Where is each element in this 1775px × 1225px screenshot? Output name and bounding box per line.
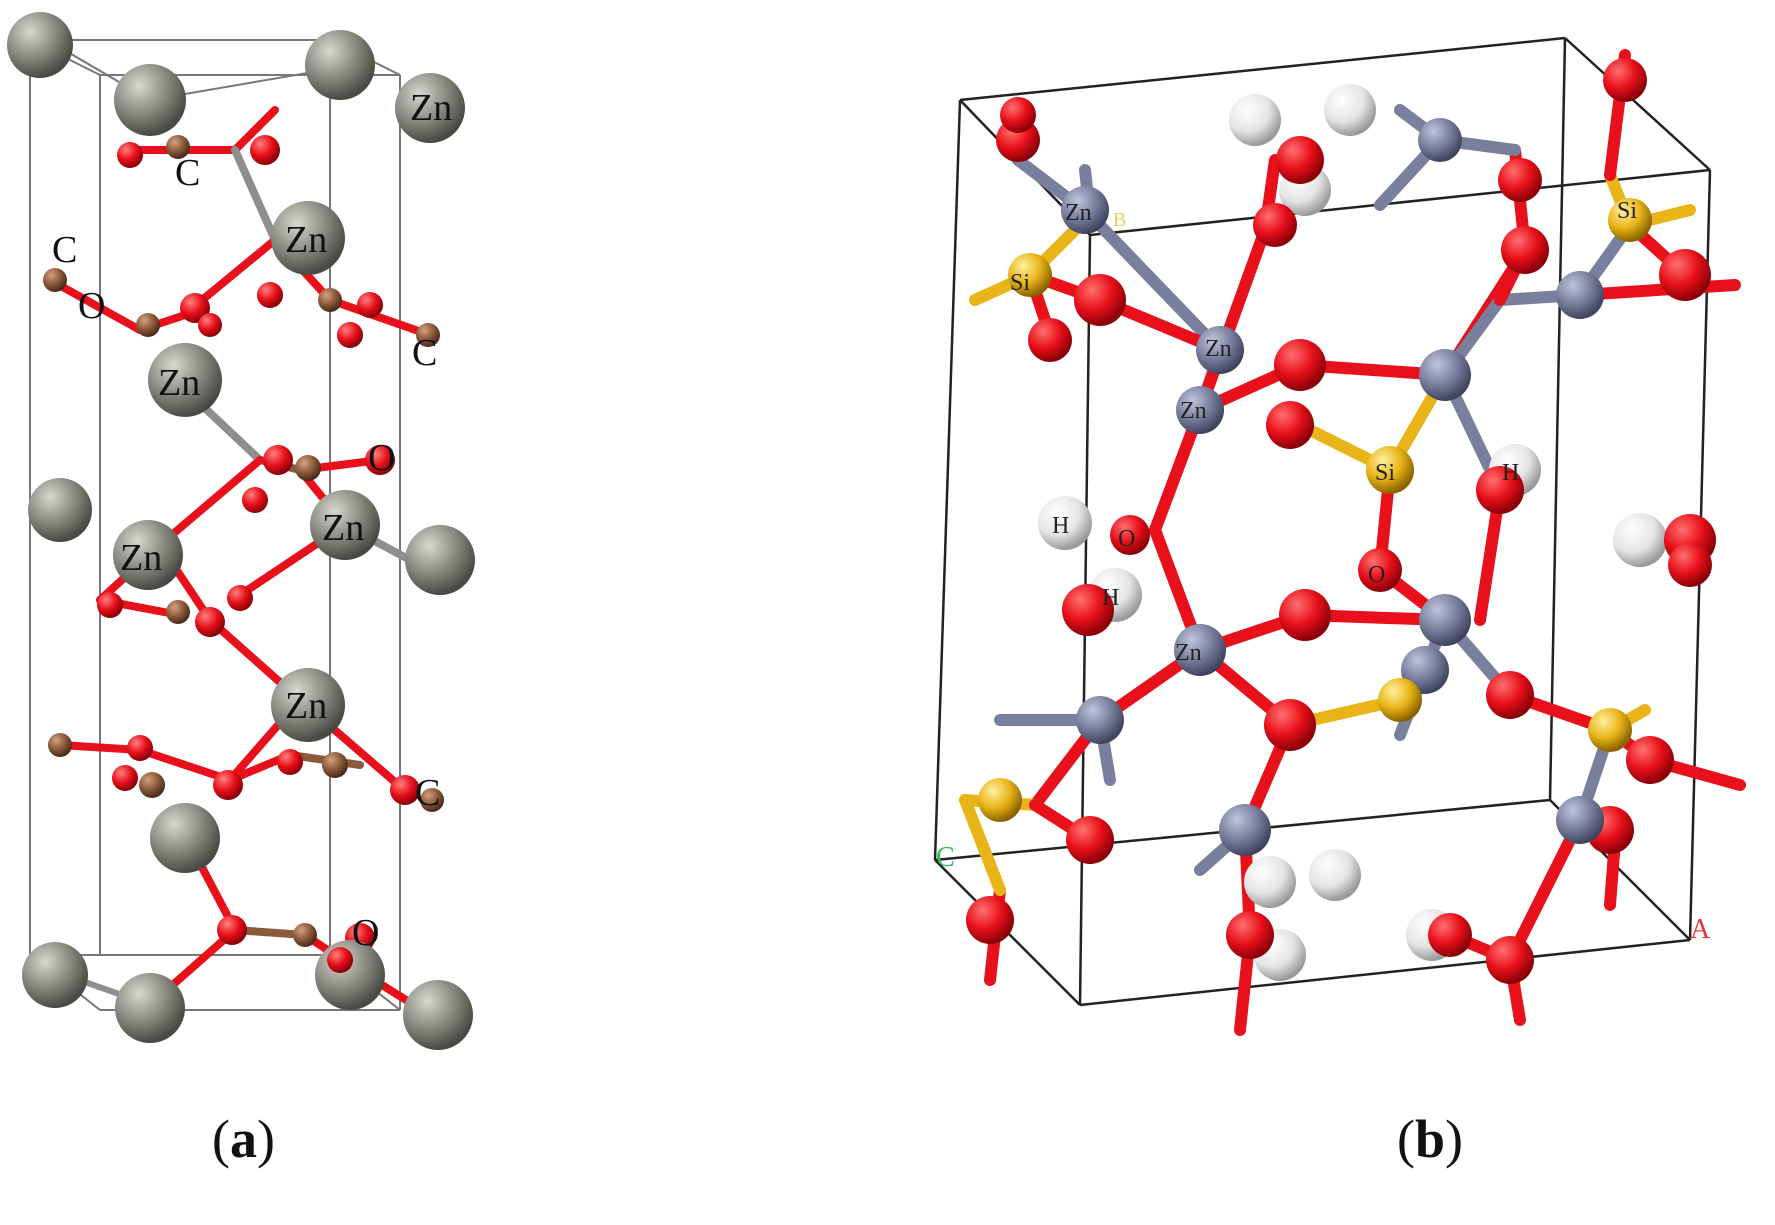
labels-b: Zn B Si Si Zn Zn Si H H O H O Zn C A — [936, 198, 1711, 945]
label-b-h-3: H — [1102, 585, 1119, 611]
label-c-1: C — [175, 152, 200, 194]
caption-a: (a) — [212, 1109, 275, 1169]
caption-a-letter: a — [229, 1109, 257, 1169]
label-zn-2: Zn — [285, 219, 327, 261]
label-b-h-1: H — [1502, 460, 1519, 486]
label-c-2: C — [52, 229, 77, 271]
label-c-3: C — [412, 332, 437, 374]
label-b-o-1: O — [1118, 526, 1135, 552]
label-b-axis-a: A — [1690, 914, 1711, 945]
label-zn-5: Zn — [322, 507, 364, 549]
panel-a-structure: Zn C Zn C O C Zn O Zn Zn Zn C O — [0, 0, 520, 1100]
label-b-o-2: O — [1368, 562, 1385, 588]
label-o-3: O — [352, 912, 379, 954]
label-b-si-3: Si — [1375, 460, 1395, 486]
atoms-a — [7, 12, 475, 1050]
label-zn-6: Zn — [285, 685, 327, 727]
label-o-2: O — [368, 437, 395, 479]
label-b-zn-3: Zn — [1180, 398, 1207, 424]
label-b-zn-2: Zn — [1205, 336, 1232, 362]
label-zn-3: Zn — [158, 362, 200, 404]
label-zn-4: Zn — [120, 537, 162, 579]
label-b-si-1: Si — [1010, 270, 1030, 296]
panel-b-structure: Zn B Si Si Zn Zn Si H H O H O Zn C A — [910, 20, 1775, 1080]
label-b-zn-4: Zn — [1175, 640, 1202, 666]
labels-a: Zn C Zn C O C Zn O Zn Zn Zn C O — [52, 87, 452, 954]
label-o-1: O — [78, 285, 105, 327]
label-zn-1: Zn — [410, 87, 452, 129]
caption-b-letter: b — [1414, 1109, 1446, 1169]
atoms-b — [966, 58, 1716, 984]
label-b-si-2: Si — [1617, 198, 1637, 224]
panel-a-svg: Zn C Zn C O C Zn O Zn Zn Zn C O — [7, 12, 475, 1050]
panel-b-svg: Zn B Si Si Zn Zn Si H H O H O Zn C A — [933, 36, 1746, 1036]
label-b-axis-b: B — [1113, 209, 1126, 231]
bonds-a — [46, 106, 434, 1019]
label-c-4: C — [415, 772, 440, 814]
caption-b: (b) — [1397, 1109, 1464, 1169]
label-b-axis-c: C — [936, 842, 955, 873]
label-b-h-2: H — [1052, 513, 1069, 539]
label-b-zn-1: Zn — [1065, 200, 1092, 226]
